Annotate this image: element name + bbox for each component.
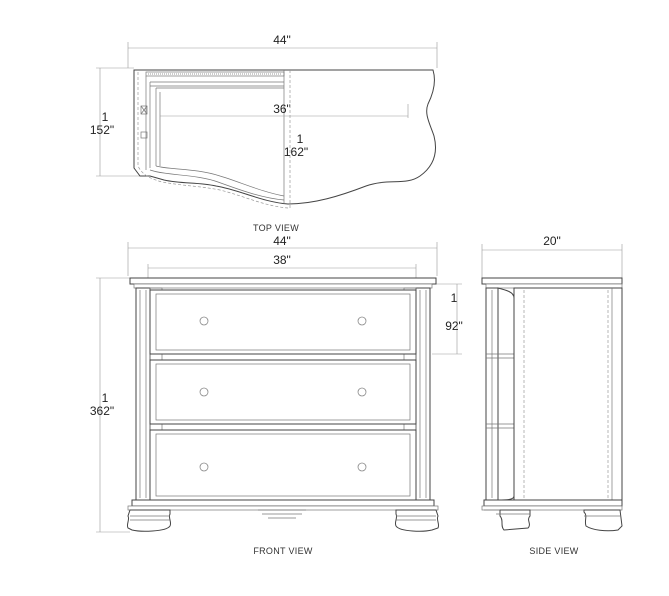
side-depth-dimension: 20" bbox=[481, 234, 623, 278]
drawer-knob bbox=[199, 462, 209, 472]
front-width-dimension: 44" bbox=[127, 234, 438, 276]
side-plinth bbox=[483, 499, 623, 507]
front-drawer-2 bbox=[149, 359, 417, 425]
top-center-depth-dimension: 1 162" bbox=[284, 70, 308, 208]
drawer-knob bbox=[199, 316, 209, 326]
front-right-pilaster bbox=[403, 287, 431, 501]
front-height-label-2: 362" bbox=[90, 404, 114, 418]
drawer-knob bbox=[357, 462, 367, 472]
top-depth-label-1: 1 bbox=[102, 110, 109, 124]
top-inner-outline bbox=[137, 72, 289, 209]
front-view: 44" 38" 1 362" 1 92" bbox=[90, 234, 463, 556]
side-back-foot bbox=[583, 509, 623, 532]
side-top-slab bbox=[481, 277, 623, 285]
front-inner-width-dimension: 38" bbox=[147, 253, 417, 280]
top-width-dimension: 44" bbox=[127, 33, 438, 68]
front-width-label: 44" bbox=[273, 234, 291, 248]
top-view-caption: TOP VIEW bbox=[253, 223, 299, 233]
side-front-foot bbox=[484, 509, 531, 531]
front-drawer-height-label-1: 1 bbox=[451, 291, 458, 305]
front-height-label-1: 1 bbox=[102, 391, 109, 405]
front-drawer-height-label-2: 92" bbox=[445, 319, 463, 333]
side-body-panel bbox=[513, 287, 623, 501]
front-plinth bbox=[127, 499, 439, 511]
top-depth-label-2: 152" bbox=[90, 123, 114, 137]
front-view-caption: FRONT VIEW bbox=[253, 546, 313, 556]
top-inner-width-dimension: 36" bbox=[160, 102, 409, 118]
top-center-depth-label-2: 162" bbox=[284, 145, 308, 159]
front-drawer-1 bbox=[149, 289, 417, 355]
front-center-bracket bbox=[258, 509, 306, 519]
front-top-slab bbox=[129, 277, 437, 289]
drawer-knob bbox=[357, 316, 367, 326]
side-depth-label: 20" bbox=[543, 234, 561, 248]
drawer-knob bbox=[357, 387, 367, 397]
front-left-foot bbox=[126, 509, 172, 532]
side-front-pilaster bbox=[485, 287, 515, 501]
drawer-knob bbox=[199, 387, 209, 397]
top-view: 44" 1 152" bbox=[90, 33, 438, 233]
front-drawer-height-dimension: 1 92" bbox=[432, 283, 463, 355]
side-view-caption: SIDE VIEW bbox=[529, 546, 578, 556]
top-cutaway bbox=[140, 70, 285, 204]
top-outline bbox=[133, 69, 436, 205]
front-height-dimension: 1 362" bbox=[90, 277, 130, 533]
top-center-depth-label-1: 1 bbox=[297, 132, 304, 146]
top-width-label: 44" bbox=[273, 33, 291, 47]
top-depth-dimension: 1 152" bbox=[90, 67, 140, 177]
top-inner-width-label: 36" bbox=[273, 102, 291, 116]
side-view: 20" bbox=[481, 234, 623, 556]
front-right-foot bbox=[394, 509, 440, 532]
front-inner-width-label: 38" bbox=[273, 253, 291, 267]
front-drawer-3 bbox=[149, 429, 417, 501]
